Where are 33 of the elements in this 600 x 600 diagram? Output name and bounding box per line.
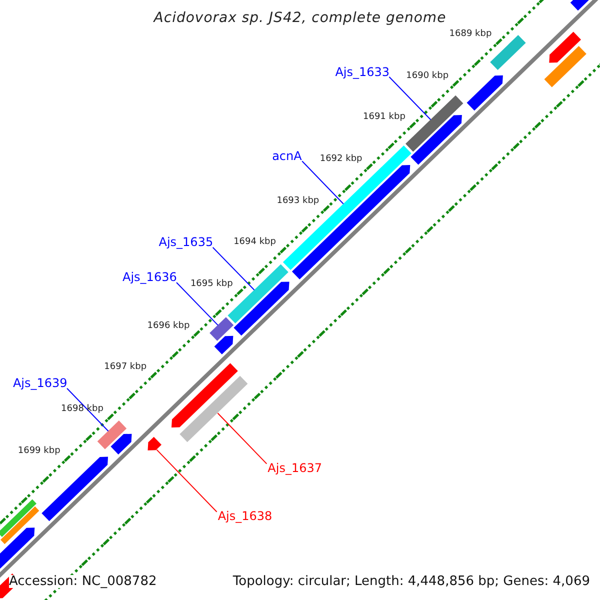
gene-feature [148,436,162,450]
scale-label: 1697 kbp [104,363,147,372]
leader-line [212,246,255,290]
gene-label: Ajs_1637 [268,462,322,474]
scale-label: 1690 kbp [406,72,449,81]
leader-line [217,412,268,464]
leader-line [302,160,344,204]
gene-label: Ajs_1638 [218,510,272,522]
gene-label: Ajs_1636 [122,271,177,284]
title: Acidovorax sp. JS42, complete genome [154,11,446,25]
scale-label: 1695 kbp [190,280,233,290]
scale-label: 1692 kbp [320,154,362,164]
leader-line [176,282,218,326]
leader-line [66,388,109,432]
scale-label: 1689 kbp [449,30,492,39]
gene-label: acnA [272,150,302,162]
scale-label: 1698 kbp [61,405,104,414]
gene-feature [406,95,464,152]
gene-label: Ajs_1639 [12,377,68,390]
gene-feature [180,376,248,442]
leader-line [156,449,218,512]
scale-label: 1696 kbp [147,322,190,331]
scale-label: 1694 kbp [234,238,276,248]
scale-label: 1691 kbp [363,113,406,122]
leader-line [388,76,432,120]
scale-label: 1693 kbp [276,196,320,206]
gene-feature [97,420,127,450]
gene-feature [210,317,234,341]
footer-text: Accession: NC_008782 [9,575,157,588]
scale-label: 1699 kbp [18,446,60,456]
footer-text: Topology: circular; Length: 4,448,856 bp; Genes: 4,069 [232,575,590,588]
gene-label: Ajs_1633 [335,66,390,78]
gene-label: Ajs_1635 [158,236,214,248]
